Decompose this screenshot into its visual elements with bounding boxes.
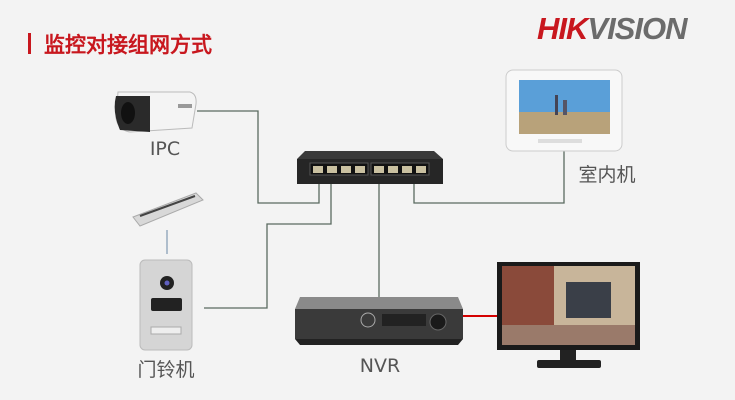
doorbell-cable xyxy=(204,178,332,309)
magnetic-lock-icon xyxy=(132,192,204,227)
ipc-cable xyxy=(197,110,320,204)
page-title: 监控对接组网方式 xyxy=(44,33,212,57)
hikvision-logo: HIKVISION xyxy=(537,11,687,46)
title-accent-bar xyxy=(28,33,31,54)
monitor-icon xyxy=(497,262,640,368)
indoor-unit-icon xyxy=(505,69,623,152)
network-switch-icon xyxy=(297,151,443,184)
door-station-icon xyxy=(139,259,193,351)
indoor-cable xyxy=(413,150,565,204)
indoor-unit-label: 室内机 xyxy=(578,164,636,186)
nvr-label: NVR xyxy=(359,355,401,377)
doorbell-label: 门铃机 xyxy=(137,359,195,381)
nvr-icon xyxy=(295,297,463,345)
ipc-label: IPC xyxy=(149,138,181,160)
ipc-camera-icon xyxy=(114,91,197,133)
